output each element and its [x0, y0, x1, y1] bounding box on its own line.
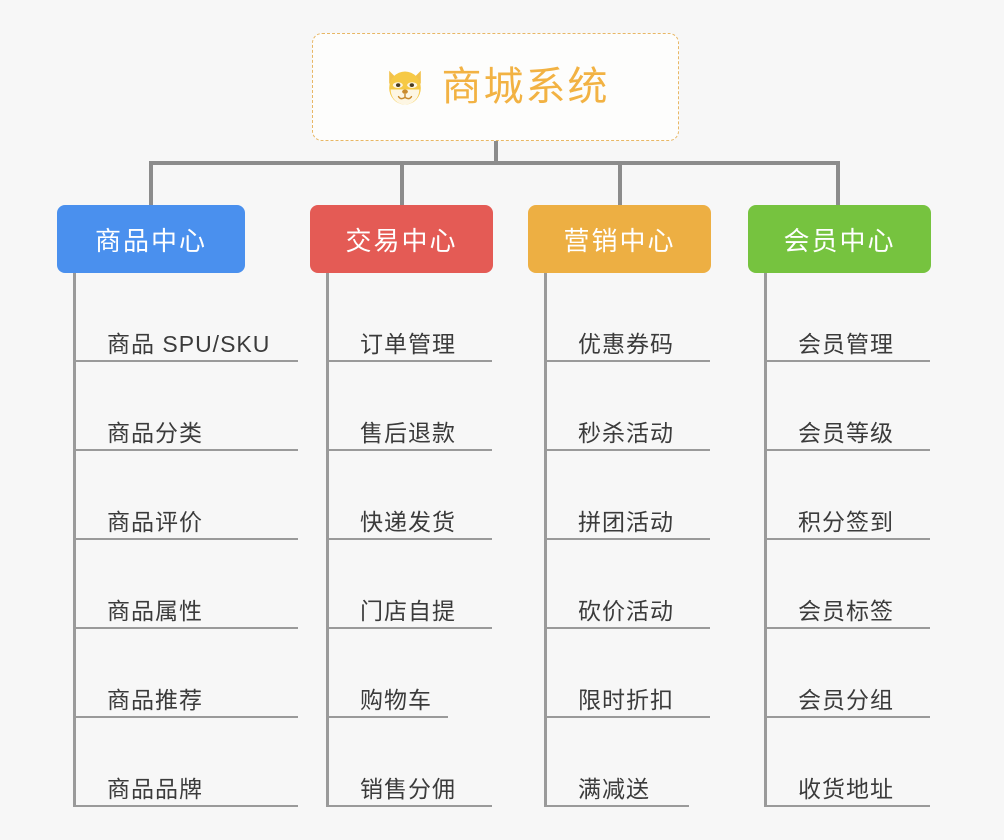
branch-trade-center: 交易中心 订单管理 售后退款 快递发货 门店自提 购物车 销售分佣	[310, 205, 493, 807]
leaf-label: 会员分组	[798, 686, 894, 713]
leaf-label: 商品 SPU/SKU	[107, 330, 271, 357]
connector-drop-marketing-center	[618, 161, 622, 206]
category-box-trade-center[interactable]: 交易中心	[310, 205, 493, 273]
leaf-label: 积分签到	[798, 508, 894, 535]
leaf-label: 商品分类	[107, 419, 203, 446]
leaf-label: 收货地址	[798, 775, 894, 802]
leaf-label: 会员等级	[798, 419, 894, 446]
connector-horizontal-bus	[149, 161, 840, 165]
leaf-item[interactable]: 满减送	[544, 718, 689, 807]
leaf-label: 会员管理	[798, 330, 894, 357]
category-box-member-center[interactable]: 会员中心	[748, 205, 931, 273]
leaf-list-trade-center: 订单管理 售后退款 快递发货 门店自提 购物车 销售分佣	[326, 273, 492, 807]
leaf-item[interactable]: 砍价活动	[544, 540, 710, 629]
spine-product-center	[73, 273, 76, 807]
leaf-item[interactable]: 商品评价	[73, 451, 298, 540]
leaf-item[interactable]: 购物车	[326, 629, 448, 718]
leaf-label: 砍价活动	[578, 597, 674, 624]
category-box-marketing-center[interactable]: 营销中心	[528, 205, 711, 273]
spine-trade-center	[326, 273, 329, 807]
leaf-label: 满减送	[578, 775, 650, 802]
leaf-list-product-center: 商品 SPU/SKU 商品分类 商品评价 商品属性 商品推荐 商品品牌	[73, 273, 298, 807]
root-node-label: 商城系统	[441, 65, 610, 109]
connector-drop-product-center	[149, 161, 153, 206]
leaf-item[interactable]: 门店自提	[326, 540, 492, 629]
leaf-label: 拼团活动	[578, 508, 674, 535]
leaf-item[interactable]: 积分签到	[764, 451, 930, 540]
connector-drop-member-center	[836, 161, 840, 206]
leaf-label: 门店自提	[360, 597, 456, 624]
leaf-label: 售后退款	[360, 419, 456, 446]
branch-marketing-center: 营销中心 优惠券码 秒杀活动 拼团活动 砍价活动 限时折扣 满减送	[528, 205, 711, 807]
leaf-item[interactable]: 限时折扣	[544, 629, 710, 718]
leaf-label: 购物车	[360, 686, 432, 713]
leaf-label: 快递发货	[360, 508, 456, 535]
leaf-label: 秒杀活动	[578, 419, 674, 446]
category-label-trade-center: 交易中心	[345, 225, 458, 256]
spine-member-center	[764, 273, 767, 807]
leaf-item[interactable]: 商品 SPU/SKU	[73, 273, 298, 362]
leaf-label: 优惠券码	[578, 330, 674, 357]
leaf-label: 商品属性	[107, 597, 203, 624]
leaf-item[interactable]: 会员等级	[764, 362, 930, 451]
leaf-label: 订单管理	[360, 330, 456, 357]
branch-member-center: 会员中心 会员管理 会员等级 积分签到 会员标签 会员分组 收货地址	[748, 205, 931, 807]
spine-marketing-center	[544, 273, 547, 807]
leaf-label: 销售分佣	[360, 775, 456, 802]
leaf-item[interactable]: 商品属性	[73, 540, 298, 629]
leaf-item[interactable]: 收货地址	[764, 718, 930, 807]
leaf-item[interactable]: 商品品牌	[73, 718, 298, 807]
leaf-item[interactable]: 会员标签	[764, 540, 930, 629]
leaf-item[interactable]: 售后退款	[326, 362, 492, 451]
branch-product-center: 商品中心 商品 SPU/SKU 商品分类 商品评价 商品属性 商品推荐 商品品牌	[57, 205, 298, 807]
leaf-item[interactable]: 秒杀活动	[544, 362, 710, 451]
category-label-product-center: 商品中心	[94, 225, 207, 256]
leaf-item[interactable]: 销售分佣	[326, 718, 492, 807]
leaf-item[interactable]: 会员分组	[764, 629, 930, 718]
leaf-item[interactable]: 会员管理	[764, 273, 930, 362]
leaf-list-marketing-center: 优惠券码 秒杀活动 拼团活动 砍价活动 限时折扣 满减送	[544, 273, 710, 807]
category-label-member-center: 会员中心	[783, 225, 896, 256]
leaf-item[interactable]: 拼团活动	[544, 451, 710, 540]
root-node-商城系统[interactable]: 商城系统	[312, 33, 679, 141]
leaf-label: 商品评价	[107, 508, 203, 535]
leaf-label: 商品推荐	[107, 686, 203, 713]
leaf-label: 限时折扣	[578, 686, 674, 713]
leaf-label: 商品品牌	[107, 775, 203, 802]
leaf-list-member-center: 会员管理 会员等级 积分签到 会员标签 会员分组 收货地址	[764, 273, 930, 807]
category-label-marketing-center: 营销中心	[563, 225, 676, 256]
leaf-item[interactable]: 商品推荐	[73, 629, 298, 718]
connector-drop-trade-center	[400, 161, 404, 206]
leaf-item[interactable]: 快递发货	[326, 451, 492, 540]
category-box-product-center[interactable]: 商品中心	[57, 205, 245, 273]
connector-root-stem	[494, 141, 498, 164]
dog-face-icon	[382, 65, 428, 111]
leaf-label: 会员标签	[798, 597, 894, 624]
leaf-item[interactable]: 优惠券码	[544, 273, 710, 362]
leaf-item[interactable]: 订单管理	[326, 273, 492, 362]
leaf-item[interactable]: 商品分类	[73, 362, 298, 451]
